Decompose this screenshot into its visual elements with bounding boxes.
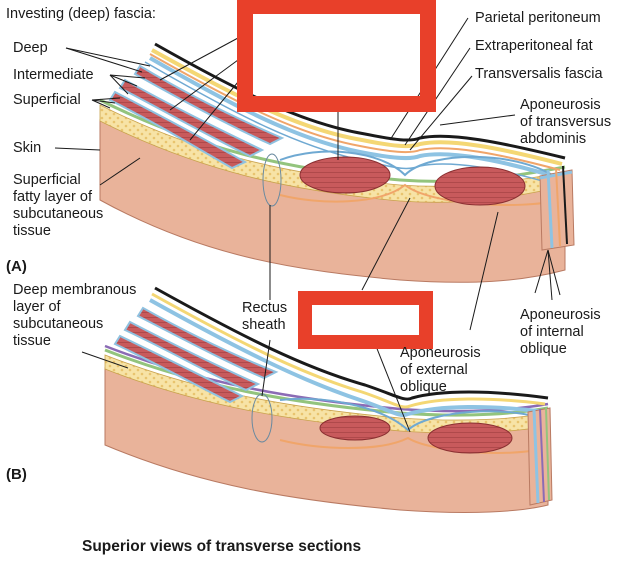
label-deep: Deep bbox=[13, 40, 48, 56]
panel-label-b: (B) bbox=[6, 466, 27, 483]
rectus-muscle-right-b bbox=[427, 422, 513, 454]
transversus-muscle-b bbox=[136, 306, 279, 380]
label-superficial: Superficial bbox=[13, 92, 81, 108]
rectus-muscle-left-b bbox=[319, 415, 391, 441]
leader-lines bbox=[54, 17, 561, 433]
label-intermediate: Intermediate bbox=[13, 67, 94, 83]
transversus-muscle-a bbox=[133, 64, 285, 146]
external-oblique-muscle-a bbox=[108, 90, 248, 170]
label-deep-membranous-layer: Deep membranous layer of subcutaneous ti… bbox=[13, 282, 137, 349]
rectus-muscle-left-a bbox=[299, 156, 391, 194]
label-aponeurosis-internal-oblique: Aponeurosis of internal oblique bbox=[520, 307, 601, 357]
label-parietal-peritoneum: Parietal peritoneum bbox=[475, 10, 601, 26]
peritoneum-b bbox=[154, 286, 549, 401]
label-transversalis-fascia: Transversalis fascia bbox=[475, 66, 603, 82]
section-b bbox=[104, 286, 553, 513]
label-investing-fascia: Investing (deep) fascia: bbox=[6, 6, 156, 22]
label-extraperitoneal-fat: Extraperitoneal fat bbox=[475, 38, 593, 54]
redaction-box-middle bbox=[298, 291, 433, 349]
rectus-sheath-ring-a bbox=[262, 153, 282, 207]
label-rectus-sheath: Rectus sheath bbox=[242, 300, 288, 333]
panel-label-a: (A) bbox=[6, 258, 27, 275]
figure-caption: Superior views of transverse sections bbox=[82, 538, 362, 555]
internal-oblique-muscle-b bbox=[123, 320, 261, 392]
label-aponeurosis-external-oblique: Aponeurosis of external oblique bbox=[400, 345, 481, 395]
rectus-muscle-right-a bbox=[434, 166, 526, 206]
external-oblique-muscle-b bbox=[113, 334, 245, 404]
redaction-box-top bbox=[237, 0, 436, 112]
label-aponeurosis-transversus: Aponeurosis of transversus abdominis bbox=[520, 97, 612, 147]
label-superficial-fatty-layer: Superficial fatty layer of subcutaneous … bbox=[13, 172, 104, 239]
label-skin: Skin bbox=[13, 140, 42, 156]
